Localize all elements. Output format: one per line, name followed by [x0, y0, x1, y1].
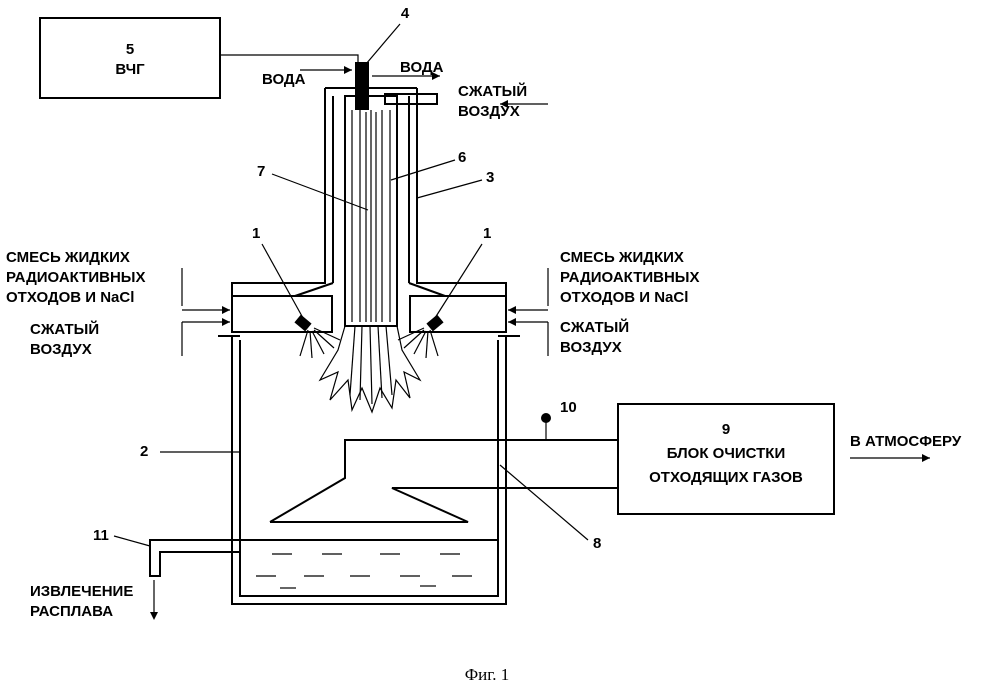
leader-7: [272, 174, 368, 210]
right-mix-label-2: РАДИОАКТИВНЫХ: [560, 269, 700, 286]
generator-block: 5 ВЧГ: [40, 18, 220, 98]
left-air-arrowhead: [222, 318, 230, 326]
label-number-7: 7: [257, 163, 265, 180]
air-top-label-2: ВОЗДУХ: [458, 103, 520, 120]
left-mix-label-3: ОТХОДОВ И NaCl: [6, 289, 134, 306]
melt-dashes: [256, 554, 472, 588]
melt-arrowhead: [150, 612, 158, 620]
right-air-label-2: ВОЗДУХ: [560, 339, 622, 356]
figure-caption: Фиг. 1: [465, 665, 510, 684]
nozzle-right: [398, 315, 444, 358]
drain-pipe: [150, 540, 240, 576]
vessel-inner: [240, 340, 498, 596]
gas-hood-bottom: [270, 488, 618, 522]
atmosphere-arrowhead: [922, 454, 930, 462]
head-funnel-left: [295, 283, 333, 296]
right-air-arrowhead: [508, 318, 516, 326]
melt-label-1: ИЗВЛЕЧЕНИЕ: [30, 583, 133, 600]
label-number-4: 4: [401, 5, 410, 22]
atmosphere-label: В АТМОСФЕРУ: [850, 433, 962, 450]
vessel-outer: [232, 336, 506, 604]
leader-1-left: [262, 244, 303, 318]
label-number-8: 8: [593, 535, 601, 552]
leader-6: [391, 160, 455, 180]
right-mix-label-1: СМЕСЬ ЖИДКИХ: [560, 249, 684, 266]
inductor: [355, 62, 369, 110]
leader-4: [366, 24, 400, 64]
generator-number: 5: [126, 41, 134, 58]
left-mix-label-2: РАДИОАКТИВНЫХ: [6, 269, 146, 286]
water-in-arrowhead: [344, 66, 352, 74]
label-number-3: 3: [486, 169, 494, 186]
plasma-flame-hatching: [350, 326, 392, 404]
left-air-label-1: СЖАТЫЙ: [30, 320, 99, 338]
label-number-10: 10: [560, 399, 577, 416]
leader-11: [114, 536, 150, 546]
water-out-label: ВОДА: [400, 59, 444, 76]
reactor-head-left: [232, 296, 332, 332]
left-mix-label-1: СМЕСЬ ЖИДКИХ: [6, 249, 130, 266]
reactor-head-right: [410, 296, 506, 332]
block-label-1: БЛОК ОЧИСТКИ: [667, 445, 785, 462]
leader-3: [417, 180, 482, 198]
generator-wire: [220, 55, 358, 65]
right-mix-arrowhead: [508, 306, 516, 314]
gas-hood: [270, 440, 618, 522]
left-mix-arrowhead: [222, 306, 230, 314]
thermocouple-head: [541, 413, 551, 423]
label-number-1-right: 1: [483, 225, 491, 242]
leader-1-right: [435, 244, 482, 318]
label-number-11: 11: [93, 527, 109, 544]
right-mix-label-3: ОТХОДОВ И NaCl: [560, 289, 688, 306]
label-number-2: 2: [140, 443, 148, 460]
block-label-2: ОТХОДЯЩИХ ГАЗОВ: [649, 469, 803, 486]
nozzle-left: [294, 315, 340, 358]
water-in-label: ВОДА: [262, 71, 306, 88]
generator-label: ВЧГ: [115, 61, 145, 78]
gas-cleaning-block: 9 БЛОК ОЧИСТКИ ОТХОДЯЩИХ ГАЗОВ: [618, 404, 834, 514]
column-outer-left: [232, 88, 325, 300]
air-top-label-1: СЖАТЫЙ: [458, 82, 527, 100]
right-air-label-1: СЖАТЫЙ: [560, 318, 629, 336]
label-number-6: 6: [458, 149, 466, 166]
plasma-jet: [360, 110, 382, 322]
block-number: 9: [722, 421, 730, 438]
label-number-1-left: 1: [252, 225, 260, 242]
leader-8: [500, 465, 588, 540]
left-air-label-2: ВОЗДУХ: [30, 341, 92, 358]
melt-label-2: РАСПЛАВА: [30, 603, 113, 620]
head-funnel-right: [409, 283, 445, 296]
